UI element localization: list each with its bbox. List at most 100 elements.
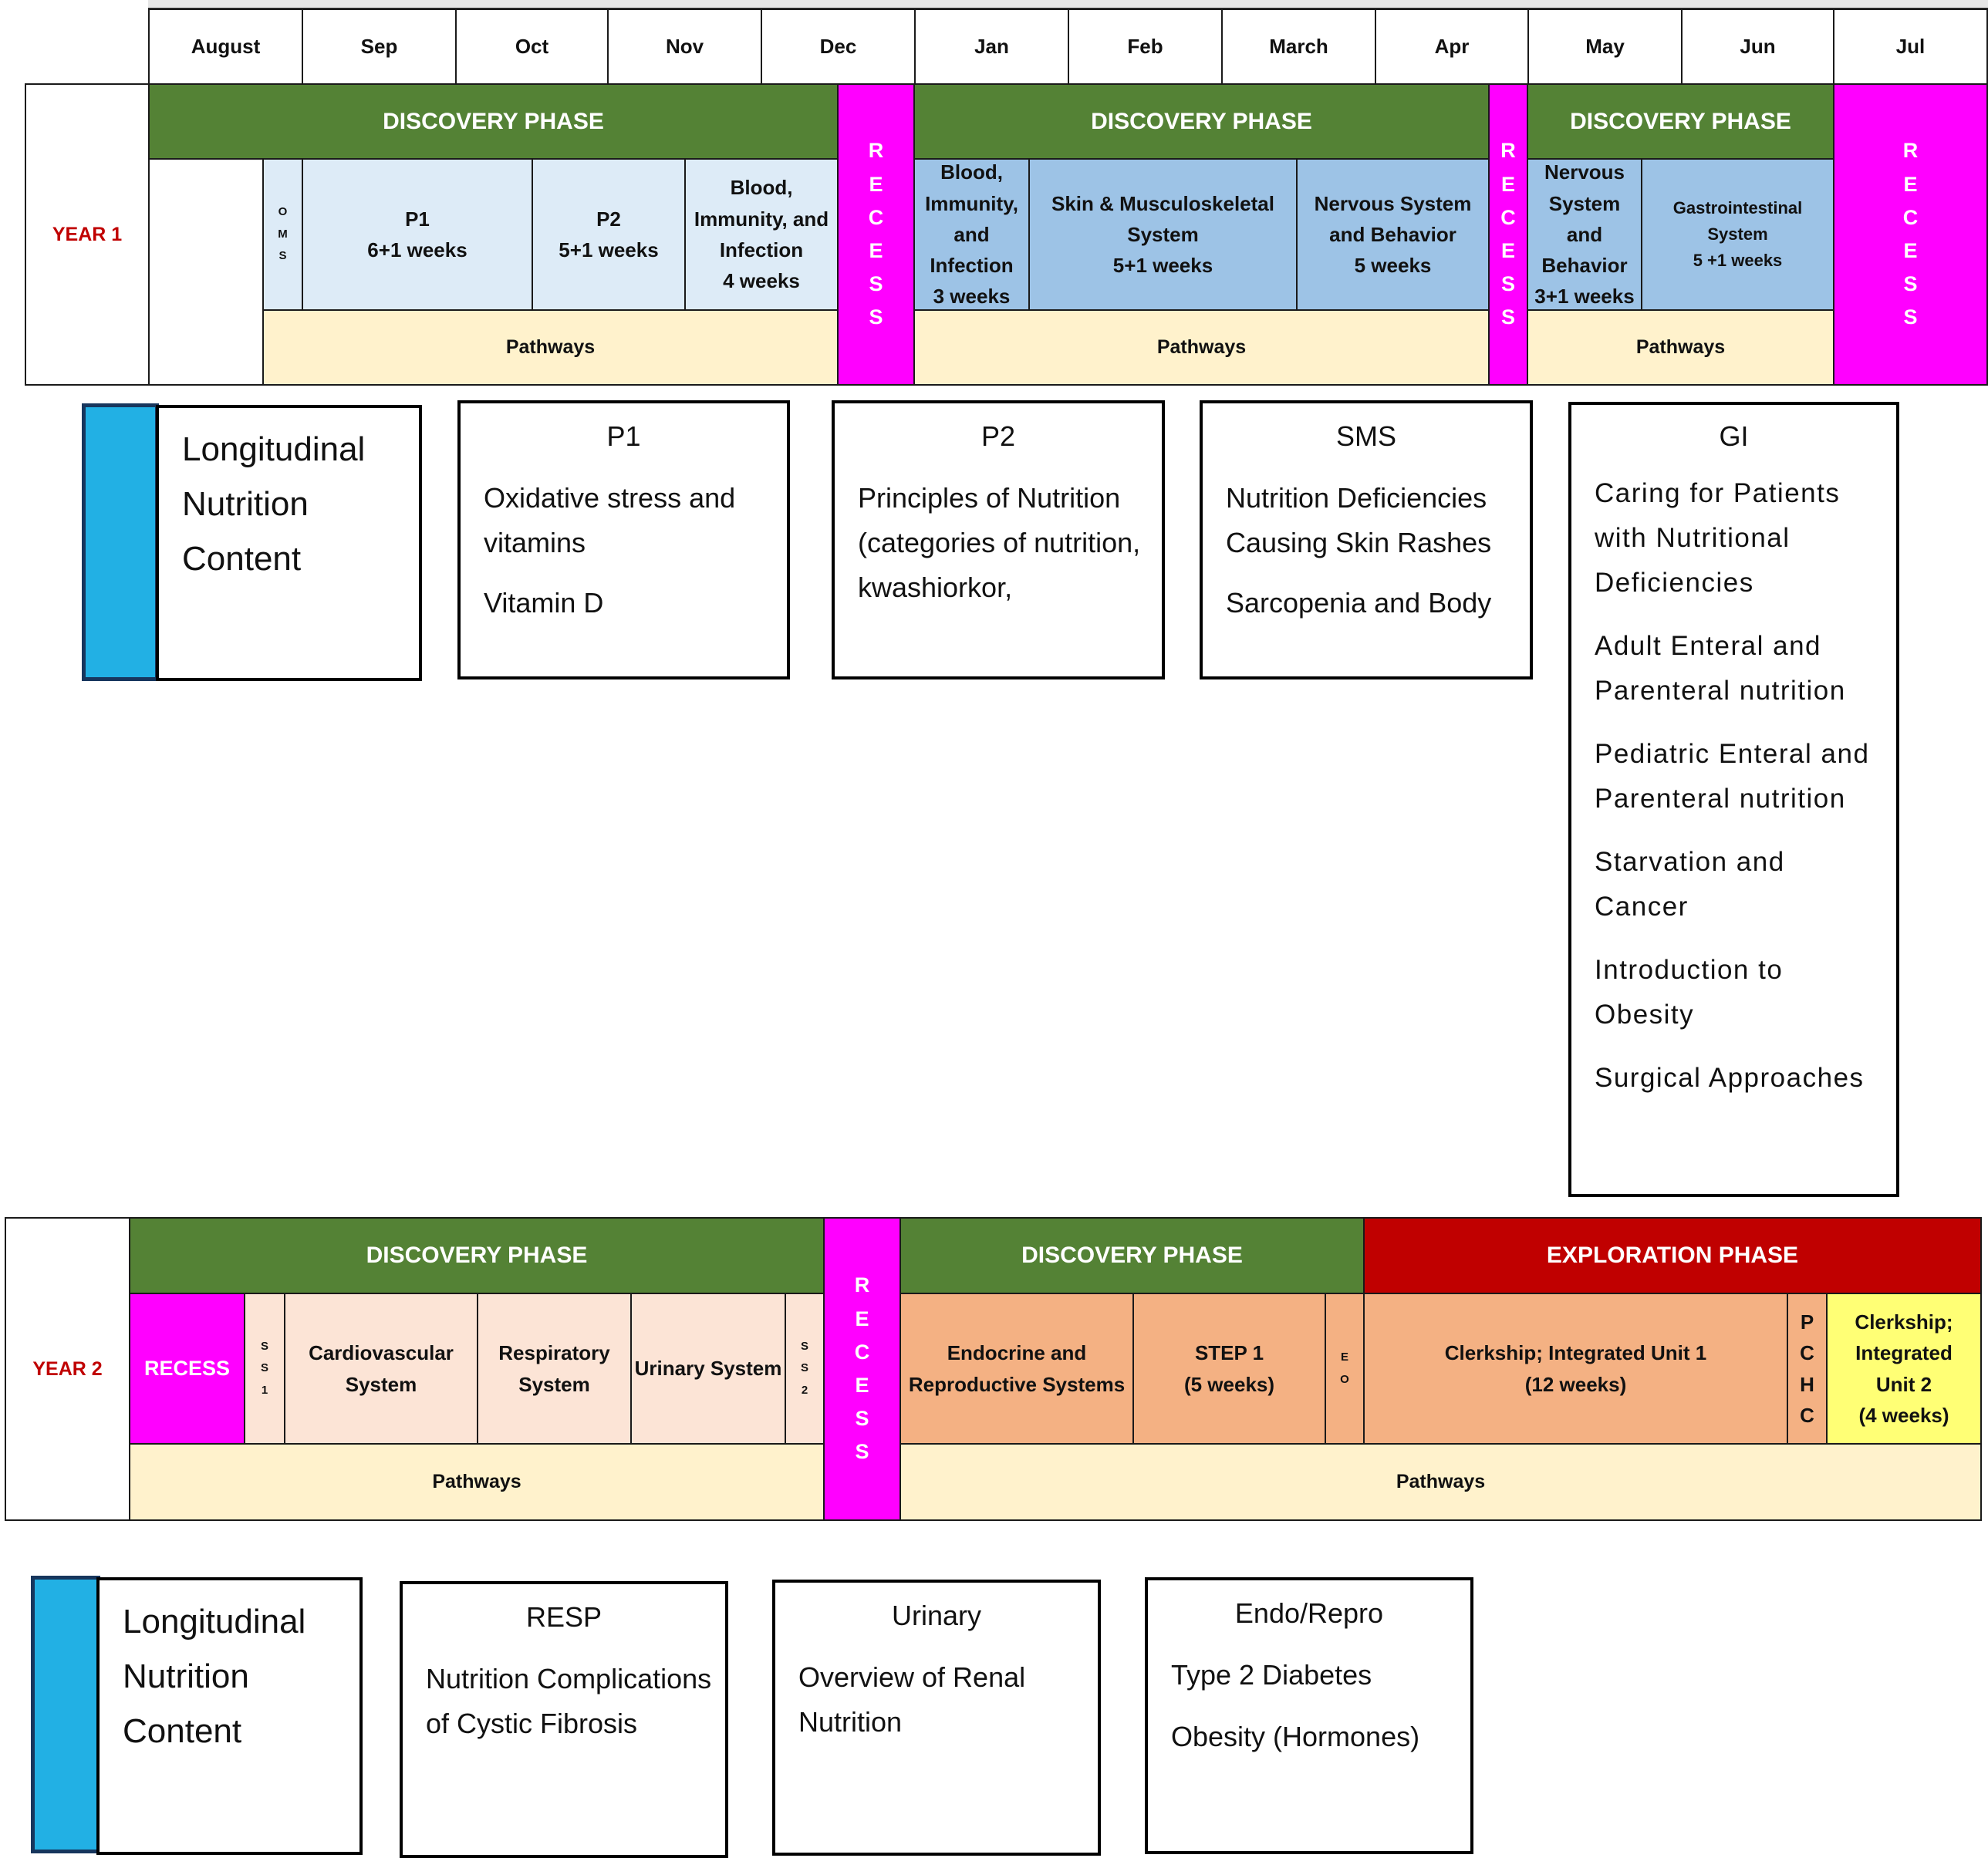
recess-letter: E <box>855 1307 869 1330</box>
month-august: August <box>148 8 303 85</box>
year1-recess-winter: R E C E S S <box>837 83 915 386</box>
block-line: System <box>1127 222 1199 246</box>
box-item: Adult Enteral and Parenteral nutrition <box>1595 631 1846 706</box>
recess-letter: C <box>1902 205 1919 229</box>
year1-oms-block: O M S <box>262 158 303 311</box>
block-line: System <box>1548 191 1621 215</box>
recess-letter: E <box>1500 172 1515 196</box>
recess-letter: R <box>868 139 884 163</box>
nutrition-box-p2: P2 Principles of Nutrition (categories o… <box>832 400 1165 679</box>
recess-letter: C <box>854 1340 870 1364</box>
year1-block-blood-immunity-infection-spring: Blood, Immunity, and Infection 3 weeks <box>913 158 1030 311</box>
block-line: Integrated <box>1855 1341 1953 1365</box>
box-item: Nutrition Deficiencies Causing Skin Rash… <box>1226 482 1492 558</box>
block-line: Nervous <box>1544 160 1625 184</box>
recess-letter: S <box>869 272 883 296</box>
year2-eo-block: E O <box>1325 1293 1365 1445</box>
month-feb: Feb <box>1068 8 1223 85</box>
year1-pathways-fall: Pathways <box>262 309 839 386</box>
recess-letter: S <box>1500 305 1515 329</box>
box-item: Type 2 Diabetes <box>1171 1659 1372 1691</box>
year2-block-urinary: Urinary System <box>630 1293 786 1445</box>
year1-block-nervous-system-2: Nervous System and Behavior 3+1 weeks <box>1527 158 1642 311</box>
year2-exploration-phase: EXPLORATION PHASE <box>1363 1217 1982 1294</box>
ss1-letter: 1 <box>261 1383 268 1397</box>
oms-letter: O <box>278 205 288 219</box>
block-line: STEP 1 <box>1194 1341 1264 1365</box>
recess-letter: S <box>1500 272 1515 296</box>
year2-ss1-block: S S 1 <box>244 1293 285 1445</box>
box-title: SMS <box>1335 420 1396 452</box>
year1-pathways-summer: Pathways <box>1527 309 1834 386</box>
block-line: (12 weeks) <box>1524 1372 1627 1396</box>
box-title: RESP <box>525 1601 602 1633</box>
year2-block-endocrine-reproductive: Endocrine and Reproductive Systems <box>899 1293 1134 1445</box>
box-title: P2 <box>980 420 1016 452</box>
block-line: 3 weeks <box>933 285 1011 309</box>
block-line: Clerkship; <box>1855 1310 1953 1334</box>
box-item: Obesity (Hormones) <box>1171 1721 1420 1752</box>
month-march: March <box>1221 8 1376 85</box>
block-line: Endocrine and <box>947 1341 1087 1365</box>
block-line: Gastrointestinal <box>1672 197 1803 217</box>
recess-letter: S <box>869 305 883 329</box>
label-line: Nutrition <box>182 485 309 523</box>
year1-block-blood-immunity-infection: Blood, Immunity, and Infection 4 weeks <box>684 158 839 311</box>
block-line: and <box>953 222 990 246</box>
box-item: Principles of Nutrition (categories of n… <box>858 482 1141 603</box>
recess-letter: E <box>1500 239 1515 262</box>
year1-pathways-spring: Pathways <box>913 309 1490 386</box>
nutrition-box-urinary: Urinary Overview of Renal Nutrition <box>772 1580 1101 1856</box>
month-jan: Jan <box>914 8 1069 85</box>
year1-block-nervous-system: Nervous System and Behavior 5 weeks <box>1296 158 1490 311</box>
year2-pathways-fall: Pathways <box>129 1443 825 1521</box>
year2-recess-block: RECESS <box>129 1293 245 1445</box>
box-title: Urinary <box>891 1600 981 1631</box>
pchc-letter: C <box>1800 1341 1814 1365</box>
block-name: P2 <box>596 207 621 231</box>
block-line: 5 weeks <box>1354 254 1432 278</box>
year2-pathways-spring: Pathways <box>899 1443 1982 1521</box>
box-item: Oxidative stress and vitamins <box>484 482 736 558</box>
recess-letter: R <box>1902 139 1919 163</box>
eo-letter: O <box>1340 1372 1349 1386</box>
recess-letter: R <box>1500 139 1516 163</box>
year1-discovery-phase-fall: DISCOVERY PHASE <box>148 83 839 160</box>
year1-block-p1: P1 6+1 weeks <box>302 158 533 311</box>
year2-block-clerkship-unit2: Clerkship; Integrated Unit 2 (4 weeks) <box>1826 1293 1982 1445</box>
label-line: Nutrition <box>123 1657 249 1695</box>
block-line: Clerkship; Integrated Unit 1 <box>1444 1341 1707 1365</box>
month-sep: Sep <box>302 8 457 85</box>
box-title: Endo/Repro <box>1234 1597 1384 1629</box>
month-dec: Dec <box>761 8 916 85</box>
box-item: Overview of Renal Nutrition <box>798 1661 1026 1738</box>
year2-discovery-phase-fall: DISCOVERY PHASE <box>129 1217 825 1294</box>
box-title: P1 <box>606 420 641 452</box>
month-oct: Oct <box>455 8 609 85</box>
year1-discovery-phase-summer: DISCOVERY PHASE <box>1527 83 1834 160</box>
recess-letter: R <box>854 1273 870 1297</box>
block-line: Blood, <box>940 160 1003 184</box>
block-line: Immunity, <box>925 191 1018 215</box>
year1-label: YEAR 1 <box>25 83 150 386</box>
block-line: Infection <box>930 254 1014 278</box>
block-line: 4 weeks <box>723 269 800 293</box>
oms-letter: S <box>278 249 287 263</box>
year2-block-clerkship-unit1: Clerkship; Integrated Unit 1 (12 weeks) <box>1363 1293 1788 1445</box>
year1-blank-cell <box>148 158 264 386</box>
month-jun: Jun <box>1681 8 1834 85</box>
pchc-letter: P <box>1800 1310 1814 1334</box>
year1-block-skin-musculoskeletal: Skin & Musculoskeletal System 5+1 weeks <box>1028 158 1298 311</box>
year2-block-cardiovascular: Cardiovascular System <box>284 1293 478 1445</box>
nutrition-box-sms: SMS Nutrition Deficiencies Causing Skin … <box>1200 400 1533 679</box>
box-item: Sarcopenia and Body <box>1226 587 1492 619</box>
box-item: Introduction to Obesity <box>1595 955 1784 1030</box>
year2-ss2-block: S S 2 <box>785 1293 825 1445</box>
year2-pchc-block: P C H C <box>1787 1293 1828 1445</box>
block-line: Immunity, and <box>694 207 829 231</box>
block-line: Respiratory <box>498 1341 610 1365</box>
block-line: Infection <box>719 238 804 261</box>
year2-recess-winter: R E C E S S <box>823 1217 901 1521</box>
pchc-letter: C <box>1800 1403 1814 1427</box>
block-line: Reproductive Systems <box>908 1372 1126 1396</box>
